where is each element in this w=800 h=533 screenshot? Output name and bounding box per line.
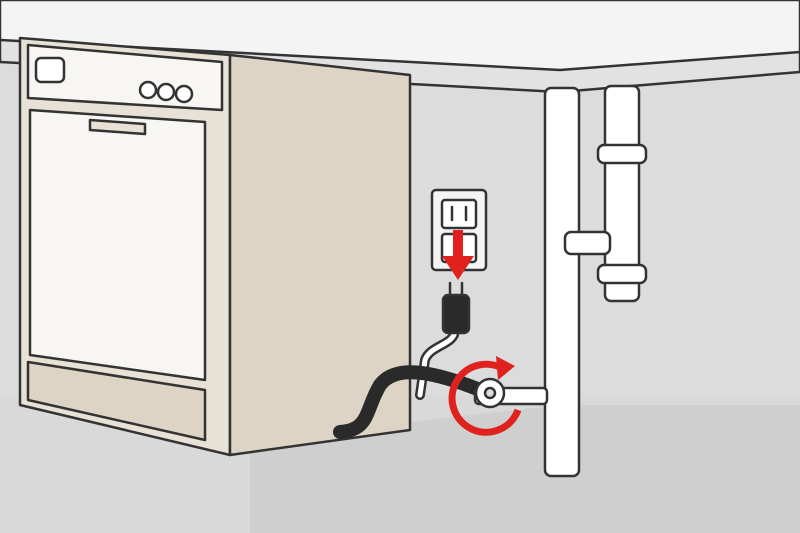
dishwasher-button [156, 82, 176, 102]
drain-pipe [603, 84, 641, 303]
dishwasher-door [28, 108, 207, 382]
water-hose [333, 365, 487, 439]
plug [441, 293, 471, 335]
arrow-down-icon [442, 230, 474, 280]
dishwasher-button [138, 80, 158, 100]
supply-pipe [543, 86, 581, 478]
dishwasher-kickplate [26, 360, 207, 442]
dishwasher-display [34, 56, 66, 84]
rotate-arrow-icon [448, 356, 522, 436]
door-handle [88, 118, 147, 136]
cabinet-side [228, 53, 412, 457]
cabinet-floor [250, 405, 800, 533]
dishwasher-button [174, 84, 194, 104]
